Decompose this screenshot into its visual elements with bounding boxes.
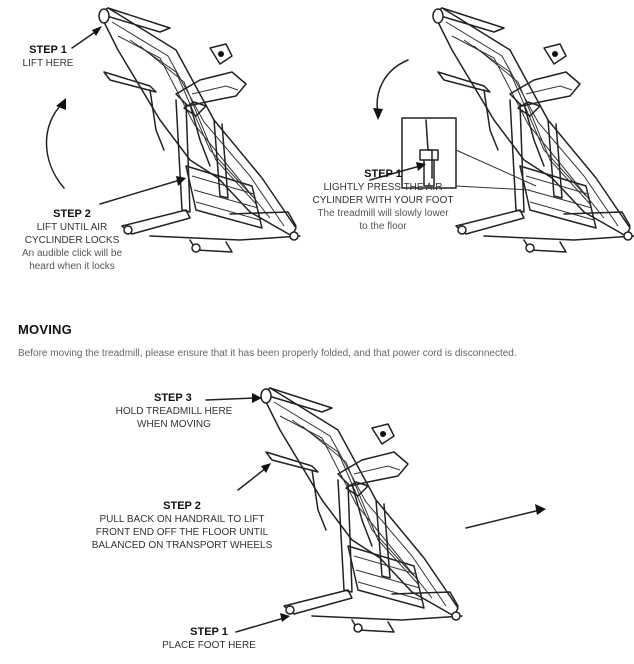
moving-step1-label: STEP 1 PLACE FOOT HERE [154,626,264,652]
moving-step3-line1: HOLD TREADMILL HERE [115,406,233,417]
fold-step2-label: STEP 2 LIFT UNTIL AIR CYCLINDER LOCKS An… [10,208,134,273]
lower-step1-line2: CYLINDER WITH YOUR FOOT [312,195,454,206]
moving-step1-title: STEP 1 [190,626,228,638]
fold-step2-note2: heard when it locks [29,261,115,272]
moving-intro: Before moving the treadmill, please ensu… [18,348,517,359]
fold-step2-line2: CYCLINDER LOCKS [24,235,120,246]
moving-step2-title: STEP 2 [163,500,201,512]
lower-step1-note2: to the floor [359,221,407,232]
fold-step1-text: LIFT HERE [22,58,74,69]
fold-step2-title: STEP 2 [53,208,91,220]
fold-step1-label: STEP 1 LIFT HERE [18,44,78,70]
fold-step2-note1: An audible click will be [21,248,123,259]
moving-step2-line1: PULL BACK ON HANDRAIL TO LIFT [99,514,265,525]
moving-step2-label: STEP 2 PULL BACK ON HANDRAIL TO LIFT FRO… [82,500,282,552]
lower-step1-note1: The treadmill will slowly lower [317,208,449,219]
moving-heading: MOVING [18,322,72,337]
moving-step2-line2: FRONT END OFF THE FLOOR UNTIL [95,527,269,538]
lower-step1-line1: LIGHTLY PRESS THE AIR [323,182,443,193]
fold-step1-title: STEP 1 [29,44,67,56]
moving-step3-title: STEP 3 [154,392,192,404]
moving-step3-label: STEP 3 HOLD TREADMILL HERE WHEN MOVING [112,392,236,431]
lower-step1-title: STEP 1 [364,168,402,180]
moving-step3-line2: WHEN MOVING [137,419,211,430]
moving-step1-text: PLACE FOOT HERE [162,640,256,651]
fold-step2-line1: LIFT UNTIL AIR [36,222,108,233]
lower-step1-label: STEP 1 LIGHTLY PRESS THE AIR CYLINDER WI… [300,168,466,233]
moving-step2-line3: BALANCED ON TRANSPORT WHEELS [91,540,273,551]
